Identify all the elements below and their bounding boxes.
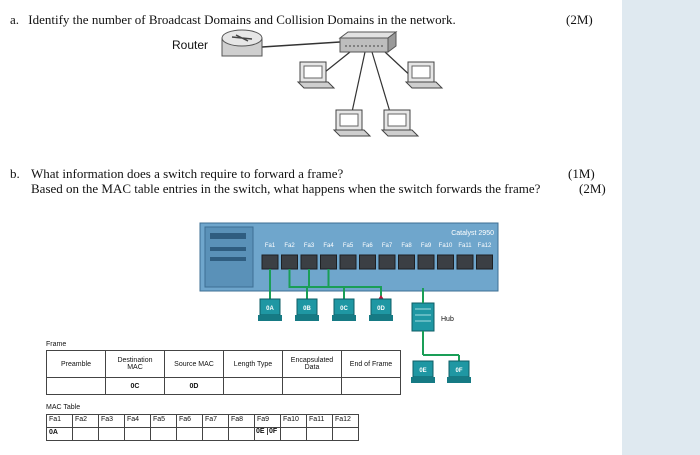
svg-text:0A: 0A: [266, 306, 274, 312]
port-fa12: [476, 254, 493, 270]
port-label-fa12: Fa12: [478, 243, 492, 249]
question-a: a. Identify the number of Broadcast Doma…: [10, 12, 456, 28]
port-fa3: [300, 254, 318, 270]
port-fa6: [359, 254, 376, 270]
port-fa2: [281, 254, 298, 270]
question-b-marks-1: (1M): [568, 166, 595, 181]
question-a-marks: (2M): [566, 12, 593, 27]
port-label-fa4: Fa4: [323, 243, 334, 249]
host-0F: 0F: [447, 360, 471, 383]
question-b-label: b.: [10, 166, 20, 181]
port-fa1: [261, 254, 279, 270]
port-label-fa10: Fa10: [439, 243, 453, 249]
port-label-fa8: Fa8: [401, 243, 412, 249]
frame-src-value: 0D: [164, 377, 224, 395]
host-link: [371, 51, 391, 113]
frame-header-data: Encapsulated Data: [282, 350, 342, 378]
router-label: Router: [172, 38, 209, 52]
question-a-label: a.: [10, 12, 20, 27]
switch-model-label: Catalyst 2950: [451, 230, 494, 237]
frame-header-length-type: Length Type: [223, 350, 283, 378]
frame-header-dest-mac: Destination MAC: [105, 350, 165, 378]
frame-cell: [223, 377, 283, 395]
svg-text:0E: 0E: [419, 368, 426, 374]
router-switch-link: [261, 41, 341, 48]
host-link: [308, 269, 345, 299]
side-panel: [622, 0, 700, 455]
svg-text:0B: 0B: [303, 306, 311, 312]
question-b-line1: b. What information does a switch requir…: [10, 166, 343, 182]
host-link: [327, 269, 382, 299]
pc-icon: [296, 61, 336, 89]
host-0D: 0D: [369, 298, 393, 321]
mac-entry-fa1: 0A: [46, 427, 73, 441]
port-fa9: [417, 254, 435, 270]
svg-text:0C: 0C: [340, 306, 348, 312]
port-label-fa5: Fa5: [343, 243, 354, 249]
pc-icon: [404, 61, 444, 89]
port-label-fa6: Fa6: [362, 243, 373, 249]
port-fa4: [320, 254, 337, 270]
mac-header-fa7: Fa7: [202, 414, 229, 428]
mac-header-fa11: Fa11: [306, 414, 333, 428]
port-label-fa11: Fa11: [458, 243, 472, 249]
port-fa11: [456, 254, 474, 270]
host-0B: 0B: [295, 298, 319, 321]
hub-label: Hub: [441, 316, 454, 323]
question-b-text-1: What information does a switch require t…: [31, 166, 344, 181]
mac-header-fa2: Fa2: [72, 414, 99, 428]
question-a-text: Identify the number of Broadcast Domains…: [28, 12, 456, 27]
frame-title: Frame: [46, 341, 67, 348]
pc-icon: [380, 109, 420, 137]
mac-header-fa6: Fa6: [176, 414, 203, 428]
host-0E: 0E: [411, 360, 435, 383]
frame-header-preamble: Preamble: [46, 350, 106, 378]
host-link: [351, 51, 366, 113]
port-label-fa1: Fa1: [265, 243, 276, 249]
port-label-fa3: Fa3: [304, 243, 315, 249]
mac-header-fa8: Fa8: [228, 414, 255, 428]
svg-text:0F: 0F: [455, 368, 462, 374]
router-icon: [221, 29, 263, 57]
switch-icon: [338, 31, 398, 53]
mac-header-fa3: Fa3: [98, 414, 125, 428]
mac-table-title: MAC Table: [46, 404, 81, 411]
pc-icon: [332, 109, 372, 137]
port-label-fa2: Fa2: [284, 243, 295, 249]
frame-header-source-mac: Source MAC: [164, 350, 224, 378]
port-label-fa7: Fa7: [382, 243, 393, 249]
mac-header-fa9: Fa9: [254, 414, 281, 428]
frame-header-end: End of Frame: [341, 350, 401, 378]
mac-header-fa1: Fa1: [46, 414, 73, 428]
network-diagram-a: [221, 29, 444, 137]
frame-table: Preamble Destination MAC Source MAC Leng…: [46, 350, 401, 395]
frame-dest-value: 0C: [105, 377, 165, 395]
port-fa10: [437, 254, 454, 270]
mac-header-fa12: Fa12: [332, 414, 359, 428]
frame-cell: [282, 377, 342, 395]
hub-icon: [411, 302, 435, 332]
mac-header-fa10: Fa10: [280, 414, 307, 428]
port-fa8: [398, 254, 415, 270]
svg-text:0D: 0D: [377, 306, 385, 312]
host-link: [288, 269, 308, 299]
frame-cell: [46, 377, 106, 395]
question-b-marks-2: (2M): [579, 181, 606, 196]
network-diagram-b: Catalyst 2950 Fa1 Fa2 Fa3 Fa4 Fa5 Fa6 Fa7 Fa8 Fa…: [199, 222, 499, 383]
host-0A: 0A: [258, 298, 282, 321]
host-0C: 0C: [332, 298, 356, 321]
port-fa5: [339, 254, 357, 270]
mac-header-fa5: Fa5: [150, 414, 177, 428]
port-fa7: [378, 254, 396, 270]
question-b-text-2: Based on the MAC table entries in the sw…: [31, 181, 541, 196]
frame-cell: [341, 377, 401, 395]
port-label-fa9: Fa9: [421, 243, 432, 249]
mac-header-fa4: Fa4: [124, 414, 151, 428]
